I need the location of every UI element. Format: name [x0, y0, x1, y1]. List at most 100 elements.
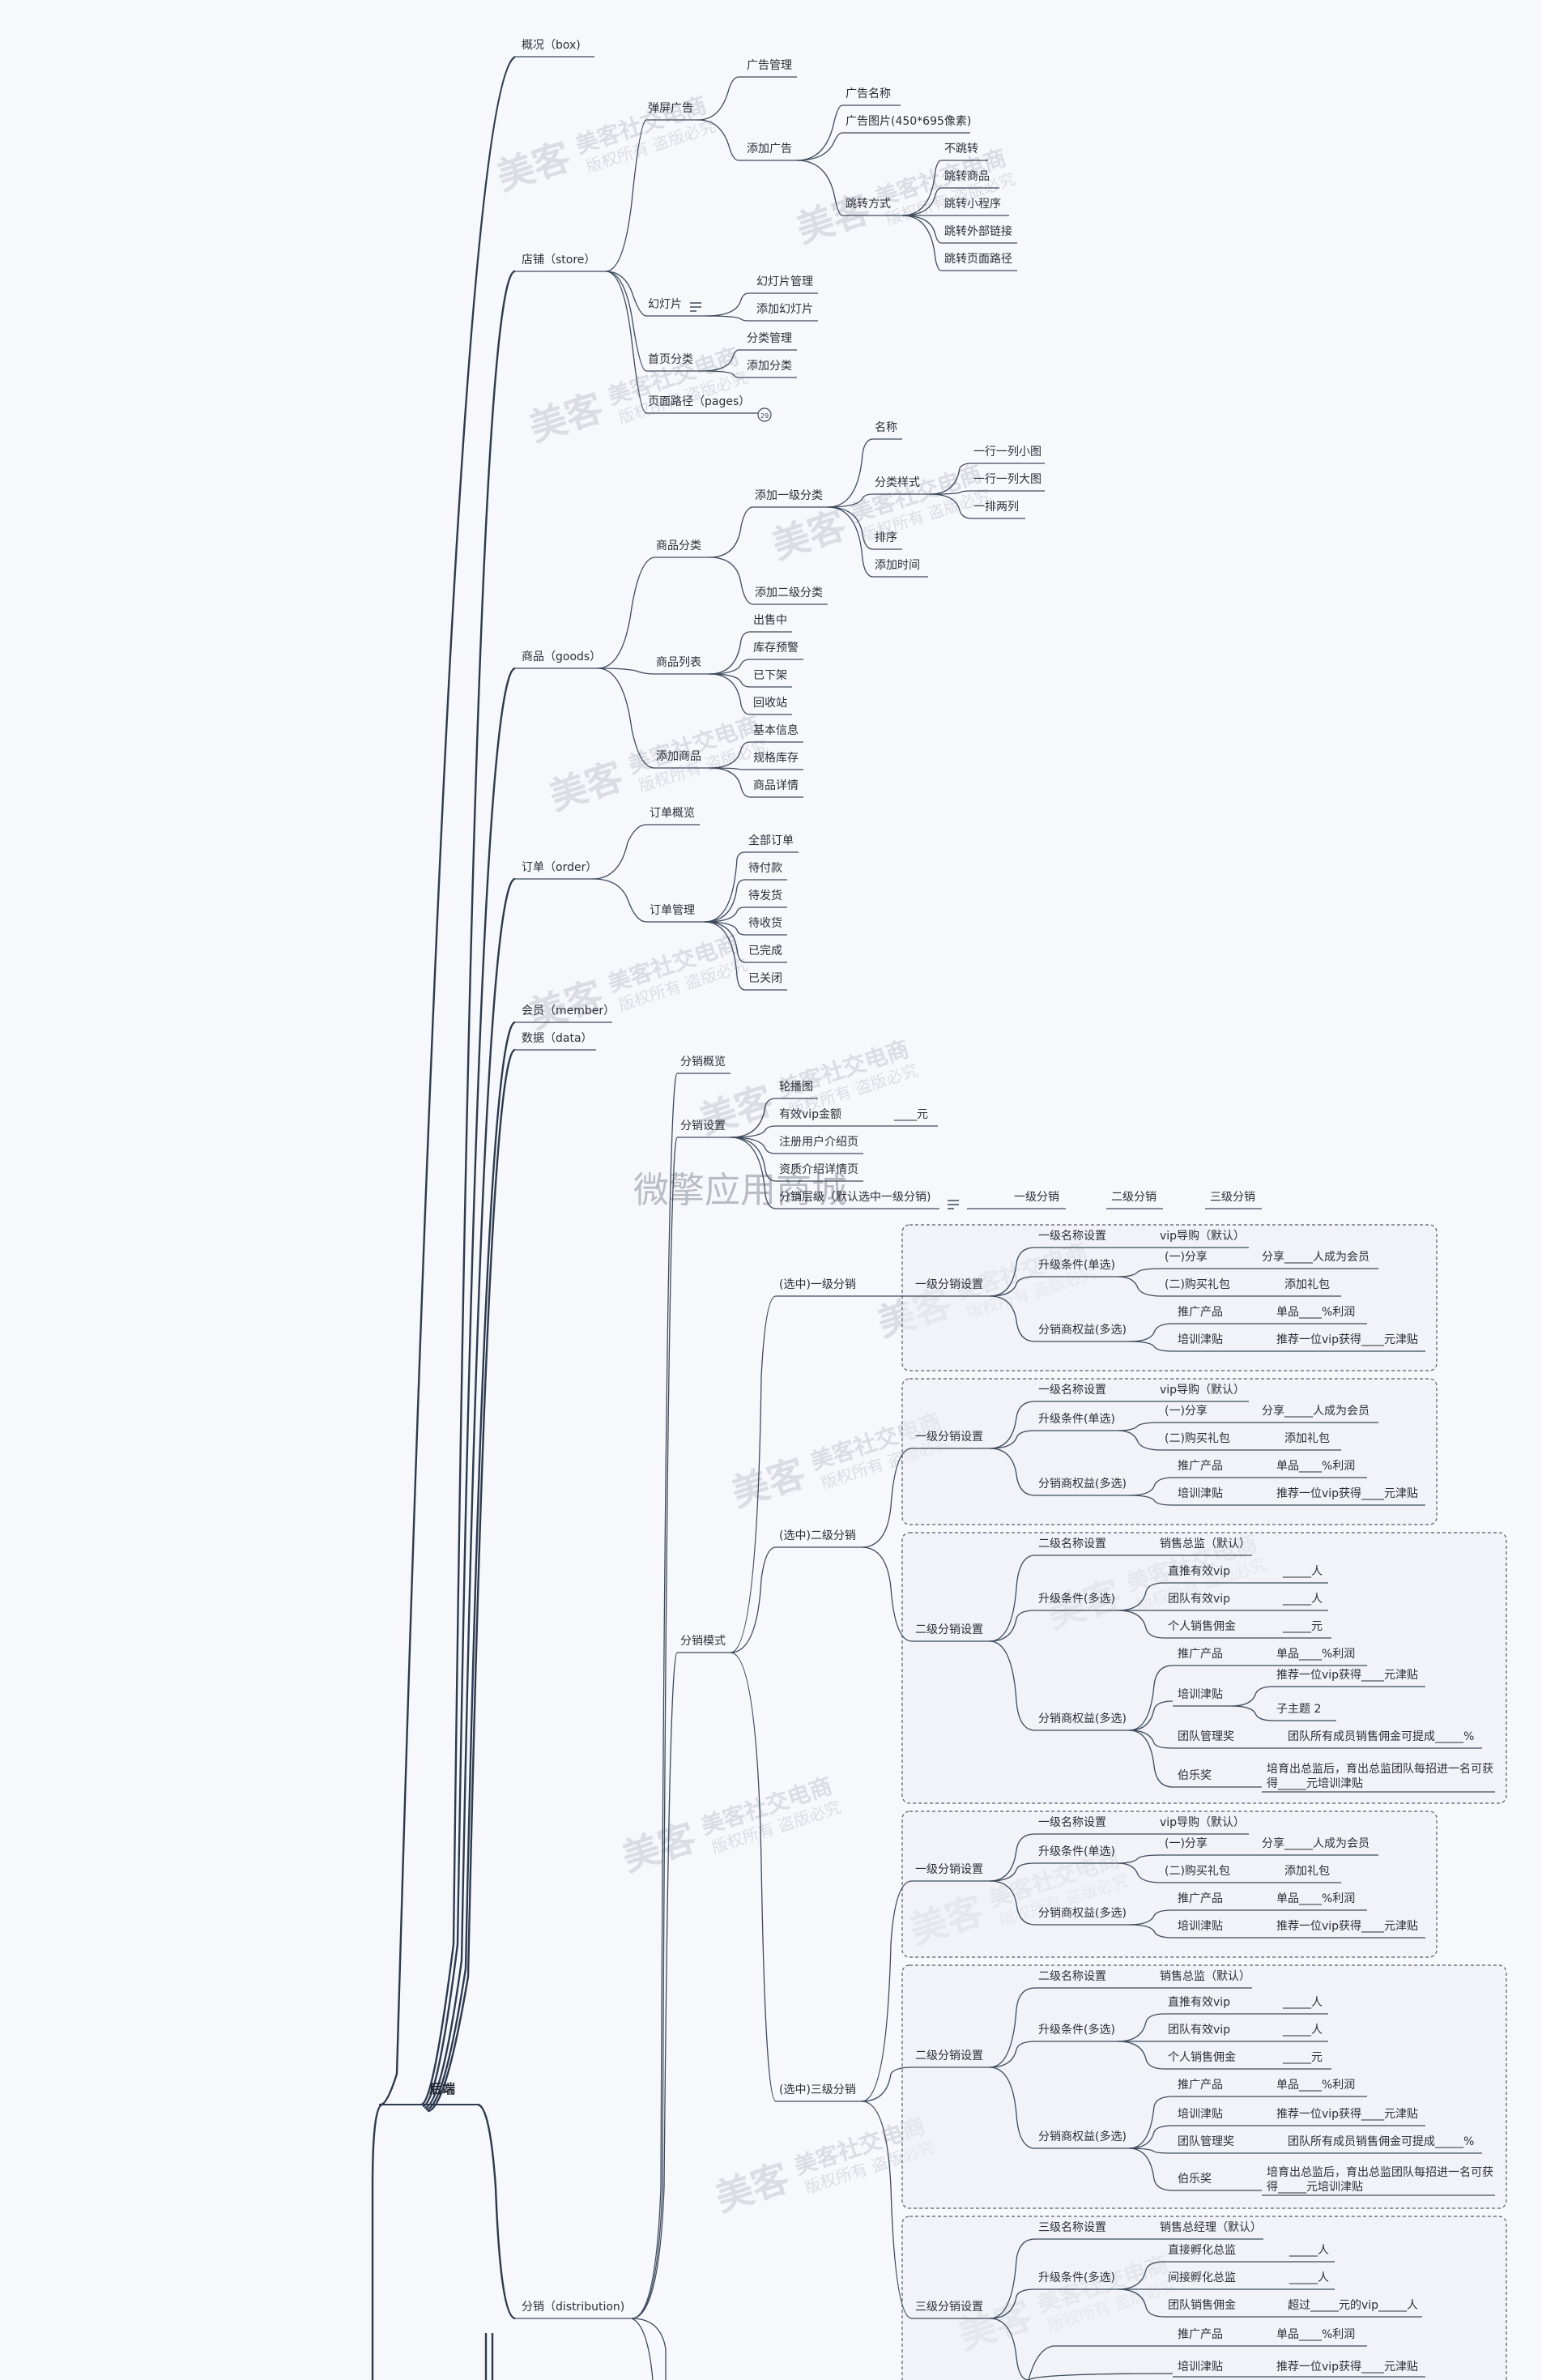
upgrade-node[interactable]: 升级条件(单选)	[1035, 1258, 1118, 1277]
collapse-count-icon[interactable]: 29	[757, 407, 772, 422]
node-add-spec[interactable]: 规格库存	[750, 752, 803, 770]
node-store-popup[interactable]: 弹屏广告	[646, 102, 698, 121]
l1-setting-node[interactable]: 一级分销设置	[912, 1863, 990, 1882]
node-dist-settings[interactable]: 分销设置	[677, 1120, 731, 1138]
name2-node[interactable]: 二级名称设置	[1035, 1970, 1110, 1989]
upgrade-node[interactable]: 升级条件(单选)	[1035, 1845, 1118, 1864]
l1-setting-node[interactable]: 一级分销设置	[912, 1278, 990, 1297]
train-val-node[interactable]: 推荐一位vip获得____元津贴	[1273, 2360, 1425, 2378]
name1-node[interactable]: 一级名称设置	[1035, 1816, 1110, 1835]
unit-node[interactable]: _____人	[1286, 2271, 1335, 2290]
unit-node[interactable]: _____人	[1280, 2024, 1328, 2042]
name1-node[interactable]: 一级名称设置	[1035, 1384, 1110, 1402]
vip-default-node[interactable]: vip导购（默认）	[1156, 1816, 1249, 1835]
node-set-intro[interactable]: 资质介绍详情页	[776, 1163, 863, 1182]
train-node[interactable]: 培训津贴	[1173, 1333, 1231, 1352]
node-list-off[interactable]: 已下架	[750, 669, 792, 688]
node-set-register[interactable]: 注册用户介绍页	[776, 1135, 863, 1154]
node-store[interactable]: 店铺（store）	[515, 254, 606, 272]
unit-node[interactable]: _____人	[1280, 1593, 1328, 1611]
node-slide-add[interactable]: 添加幻灯片	[748, 303, 818, 322]
node-style-small[interactable]: 一行一列小图	[972, 446, 1045, 464]
l2-setting-node[interactable]: 二级分销设置	[912, 2049, 990, 2068]
node-cat-name[interactable]: 名称	[873, 421, 902, 440]
name2-node[interactable]: 二级名称设置	[1035, 1538, 1110, 1556]
node-order-unrecv[interactable]: 待收货	[745, 916, 787, 936]
node-home-cat-manage[interactable]: 分类管理	[739, 332, 797, 351]
promote-val-node[interactable]: 单品____%利润	[1273, 2328, 1367, 2347]
node-style-big[interactable]: 一行一列大图	[972, 473, 1045, 492]
l1-setting-node[interactable]: 一级分销设置	[912, 1431, 990, 1449]
rights-node[interactable]: 分销商权益(多选)	[1035, 1323, 1129, 1342]
share-node[interactable]: (一)分享	[1161, 1836, 1215, 1856]
vip-default-node[interactable]: vip导购（默认）	[1156, 1384, 1249, 1402]
promote-node[interactable]: 推广产品	[1173, 1892, 1231, 1911]
train-node[interactable]: 培训津贴	[1173, 2108, 1231, 2126]
node-home-cat-add[interactable]: 添加分类	[739, 360, 797, 378]
node-mode-3[interactable]: (选中)三级分销	[776, 2084, 862, 2102]
node-list-warn[interactable]: 库存预警	[750, 642, 803, 660]
train-node[interactable]: 培训津贴	[1173, 1688, 1231, 1707]
node-mode-1[interactable]: (选中)一级分销	[776, 1278, 862, 1297]
train-val-node[interactable]: 推荐一位vip获得____元津贴	[1273, 2107, 1425, 2126]
sub-topic-node[interactable]: 子主题 2	[1273, 1703, 1336, 1721]
node-set-vip[interactable]: 有效vip金额 ____元	[776, 1108, 938, 1127]
node-order-manage[interactable]: 订单管理	[646, 904, 705, 923]
node-cat-time[interactable]: 添加时间	[873, 559, 928, 578]
indirect-hatch-node[interactable]: 间接孵化总监	[1165, 2271, 1249, 2290]
node-jump-none[interactable]: 不跳转	[941, 143, 988, 161]
node-dist-overview[interactable]: 分销概览	[677, 1056, 731, 1074]
train-val-node[interactable]: 推荐一位vip获得____元津贴	[1273, 1919, 1425, 1939]
l3-setting-node[interactable]: 三级分销设置	[912, 2301, 990, 2319]
gift-node[interactable]: (二)购买礼包	[1161, 1865, 1237, 1883]
node-style-two[interactable]: 一排两列	[972, 501, 1025, 519]
node-slide-manage[interactable]: 幻灯片管理	[748, 275, 818, 294]
train-val-node[interactable]: 推荐一位vip获得____元津贴	[1273, 1486, 1425, 1506]
share-val-node[interactable]: 分享_____人成为会员	[1259, 1836, 1378, 1856]
node-ad-name[interactable]: 广告名称	[842, 87, 901, 106]
bole-node[interactable]: 伯乐奖	[1173, 2172, 1218, 2191]
name3-node[interactable]: 三级名称设置	[1035, 2221, 1110, 2240]
node-jump-external[interactable]: 跳转外部链接	[941, 224, 1017, 244]
team-comm-node[interactable]: 团队销售佣金	[1165, 2299, 1250, 2318]
node-ad-add[interactable]: 添加广告	[739, 143, 797, 161]
promote-val-node[interactable]: 单品____%利润	[1273, 1460, 1367, 1478]
node-pages[interactable]: 页面路径（pages） 29	[646, 395, 772, 422]
gift-val-node[interactable]: 添加礼包	[1281, 1865, 1341, 1883]
node-jump-mini[interactable]: 跳转小程序	[941, 198, 1009, 216]
unit-node[interactable]: _____人	[1286, 2244, 1335, 2263]
node-member[interactable]: 会员（member）	[515, 1004, 615, 1023]
share-val-node[interactable]: 分享_____人成为会员	[1259, 1404, 1378, 1423]
personal-comm-node[interactable]: 个人销售佣金	[1165, 1620, 1250, 1639]
manager-default-node[interactable]: 销售总经理（默认）	[1156, 2221, 1263, 2240]
team-award-node[interactable]: 团队管理奖	[1173, 1730, 1242, 1749]
node-order-done[interactable]: 已完成	[745, 945, 787, 963]
vip-default-node[interactable]: vip导购（默认）	[1156, 1230, 1249, 1248]
director-default-node[interactable]: 销售总监（默认）	[1156, 1970, 1252, 1989]
node-ad-manage[interactable]: 广告管理	[739, 59, 797, 78]
director-default-node[interactable]: 销售总监（默认）	[1156, 1538, 1252, 1556]
node-home-cat[interactable]: 首页分类	[646, 353, 701, 372]
gift-val-node[interactable]: 添加礼包	[1281, 1278, 1341, 1297]
bole-val-node[interactable]: 培育出总监后，育出总监团队每招进一名可获 得_____元培训津贴	[1262, 2166, 1495, 2196]
share-node[interactable]: (一)分享	[1161, 1250, 1215, 1269]
node-ad-jump[interactable]: 跳转方式	[842, 198, 902, 216]
train-node[interactable]: 培训津贴	[1173, 1487, 1231, 1506]
bole-node[interactable]: 伯乐奖	[1173, 1768, 1218, 1788]
node-list-trash[interactable]: 回收站	[750, 697, 792, 715]
direct-vip-node[interactable]: 直推有效vip	[1165, 1995, 1237, 2015]
rights-node[interactable]: 分销商权益(多选)	[1035, 2130, 1129, 2149]
promote-node[interactable]: 推广产品	[1173, 2079, 1231, 2097]
promote-val-node[interactable]: 单品____%利润	[1273, 1892, 1367, 1911]
train-val-node[interactable]: 推荐一位vip获得____元津贴	[1273, 1333, 1425, 1352]
promote-node[interactable]: 推广产品	[1173, 1460, 1231, 1478]
promote-node[interactable]: 推广产品	[1173, 1306, 1231, 1324]
name1-node[interactable]: 一级名称设置	[1035, 1230, 1110, 1248]
node-jump-page[interactable]: 跳转页面路径	[941, 253, 1017, 271]
unit-node[interactable]: _____元	[1280, 2051, 1331, 2070]
direct-vip-node[interactable]: 直推有效vip	[1165, 1564, 1237, 1584]
promote-val-node[interactable]: 单品____%利润	[1273, 1648, 1367, 1666]
team-vip-node[interactable]: 团队有效vip	[1165, 1593, 1237, 1611]
unit-node[interactable]: _____元	[1280, 1620, 1331, 1639]
node-order[interactable]: 订单（order）	[515, 861, 597, 880]
